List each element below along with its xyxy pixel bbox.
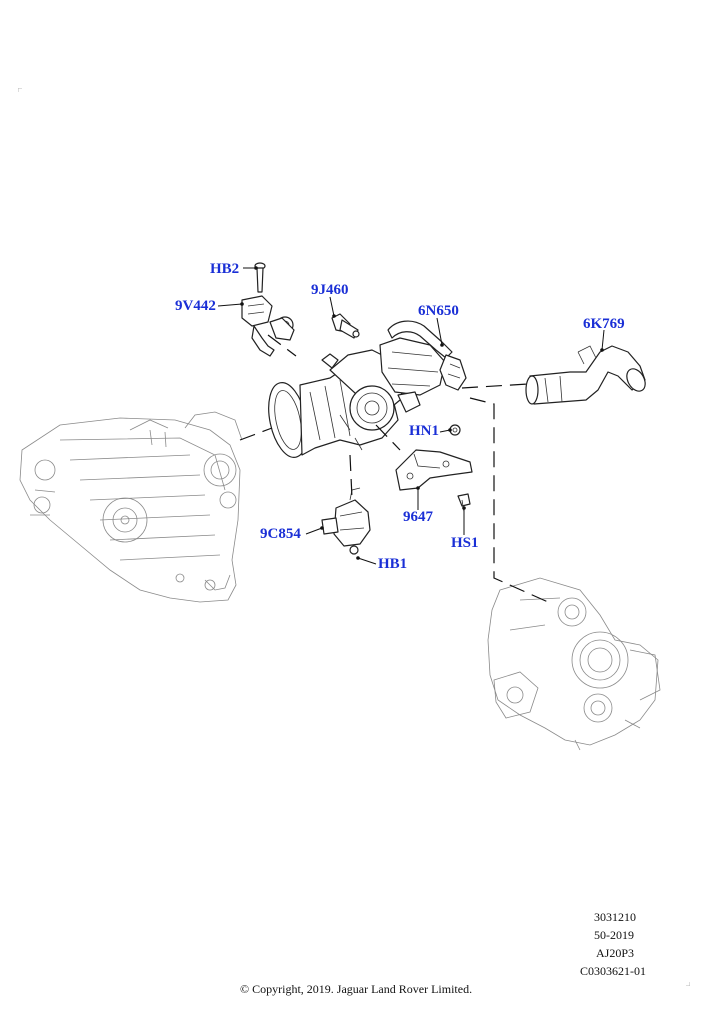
label-9647: 9647 <box>403 509 433 525</box>
hose-6k769-drawing <box>525 345 646 405</box>
crop-mark-bottom-right <box>686 982 690 986</box>
reference-code-3: AJ20P3 <box>596 946 635 960</box>
sensor-9j460-drawing <box>331 313 360 339</box>
label-hb1: HB1 <box>378 556 408 572</box>
reference-code-4: C0303621-01 <box>580 964 646 978</box>
copyright-notice: © Copyright, 2019. Jaguar Land Rover Lim… <box>240 982 473 996</box>
turbocharger-drawing <box>487 577 661 751</box>
label-6n650: 6N650 <box>418 303 459 319</box>
reference-code-2: 50-2019 <box>594 928 634 942</box>
leader-lines <box>217 266 605 565</box>
bolt-hb2-drawing <box>254 262 266 293</box>
label-9c854: 9C854 <box>260 526 301 542</box>
intake-body-drawing <box>268 320 467 458</box>
label-hs1: HS1 <box>451 535 479 551</box>
sensor-9c854-drawing <box>321 487 371 555</box>
engine-block-drawing <box>19 411 243 603</box>
bracket-9647-drawing <box>395 424 473 513</box>
sensor-9v442-drawing <box>241 295 295 357</box>
reference-code-1: 3031210 <box>594 910 636 924</box>
label-hn1: HN1 <box>409 423 439 439</box>
label-6k769: 6K769 <box>583 316 625 332</box>
assembly-dash-lines <box>239 334 549 603</box>
crop-mark-top-left <box>18 88 22 92</box>
label-hb2: HB2 <box>210 261 240 277</box>
label-9v442: 9V442 <box>175 298 216 314</box>
label-9j460: 9J460 <box>311 282 349 298</box>
